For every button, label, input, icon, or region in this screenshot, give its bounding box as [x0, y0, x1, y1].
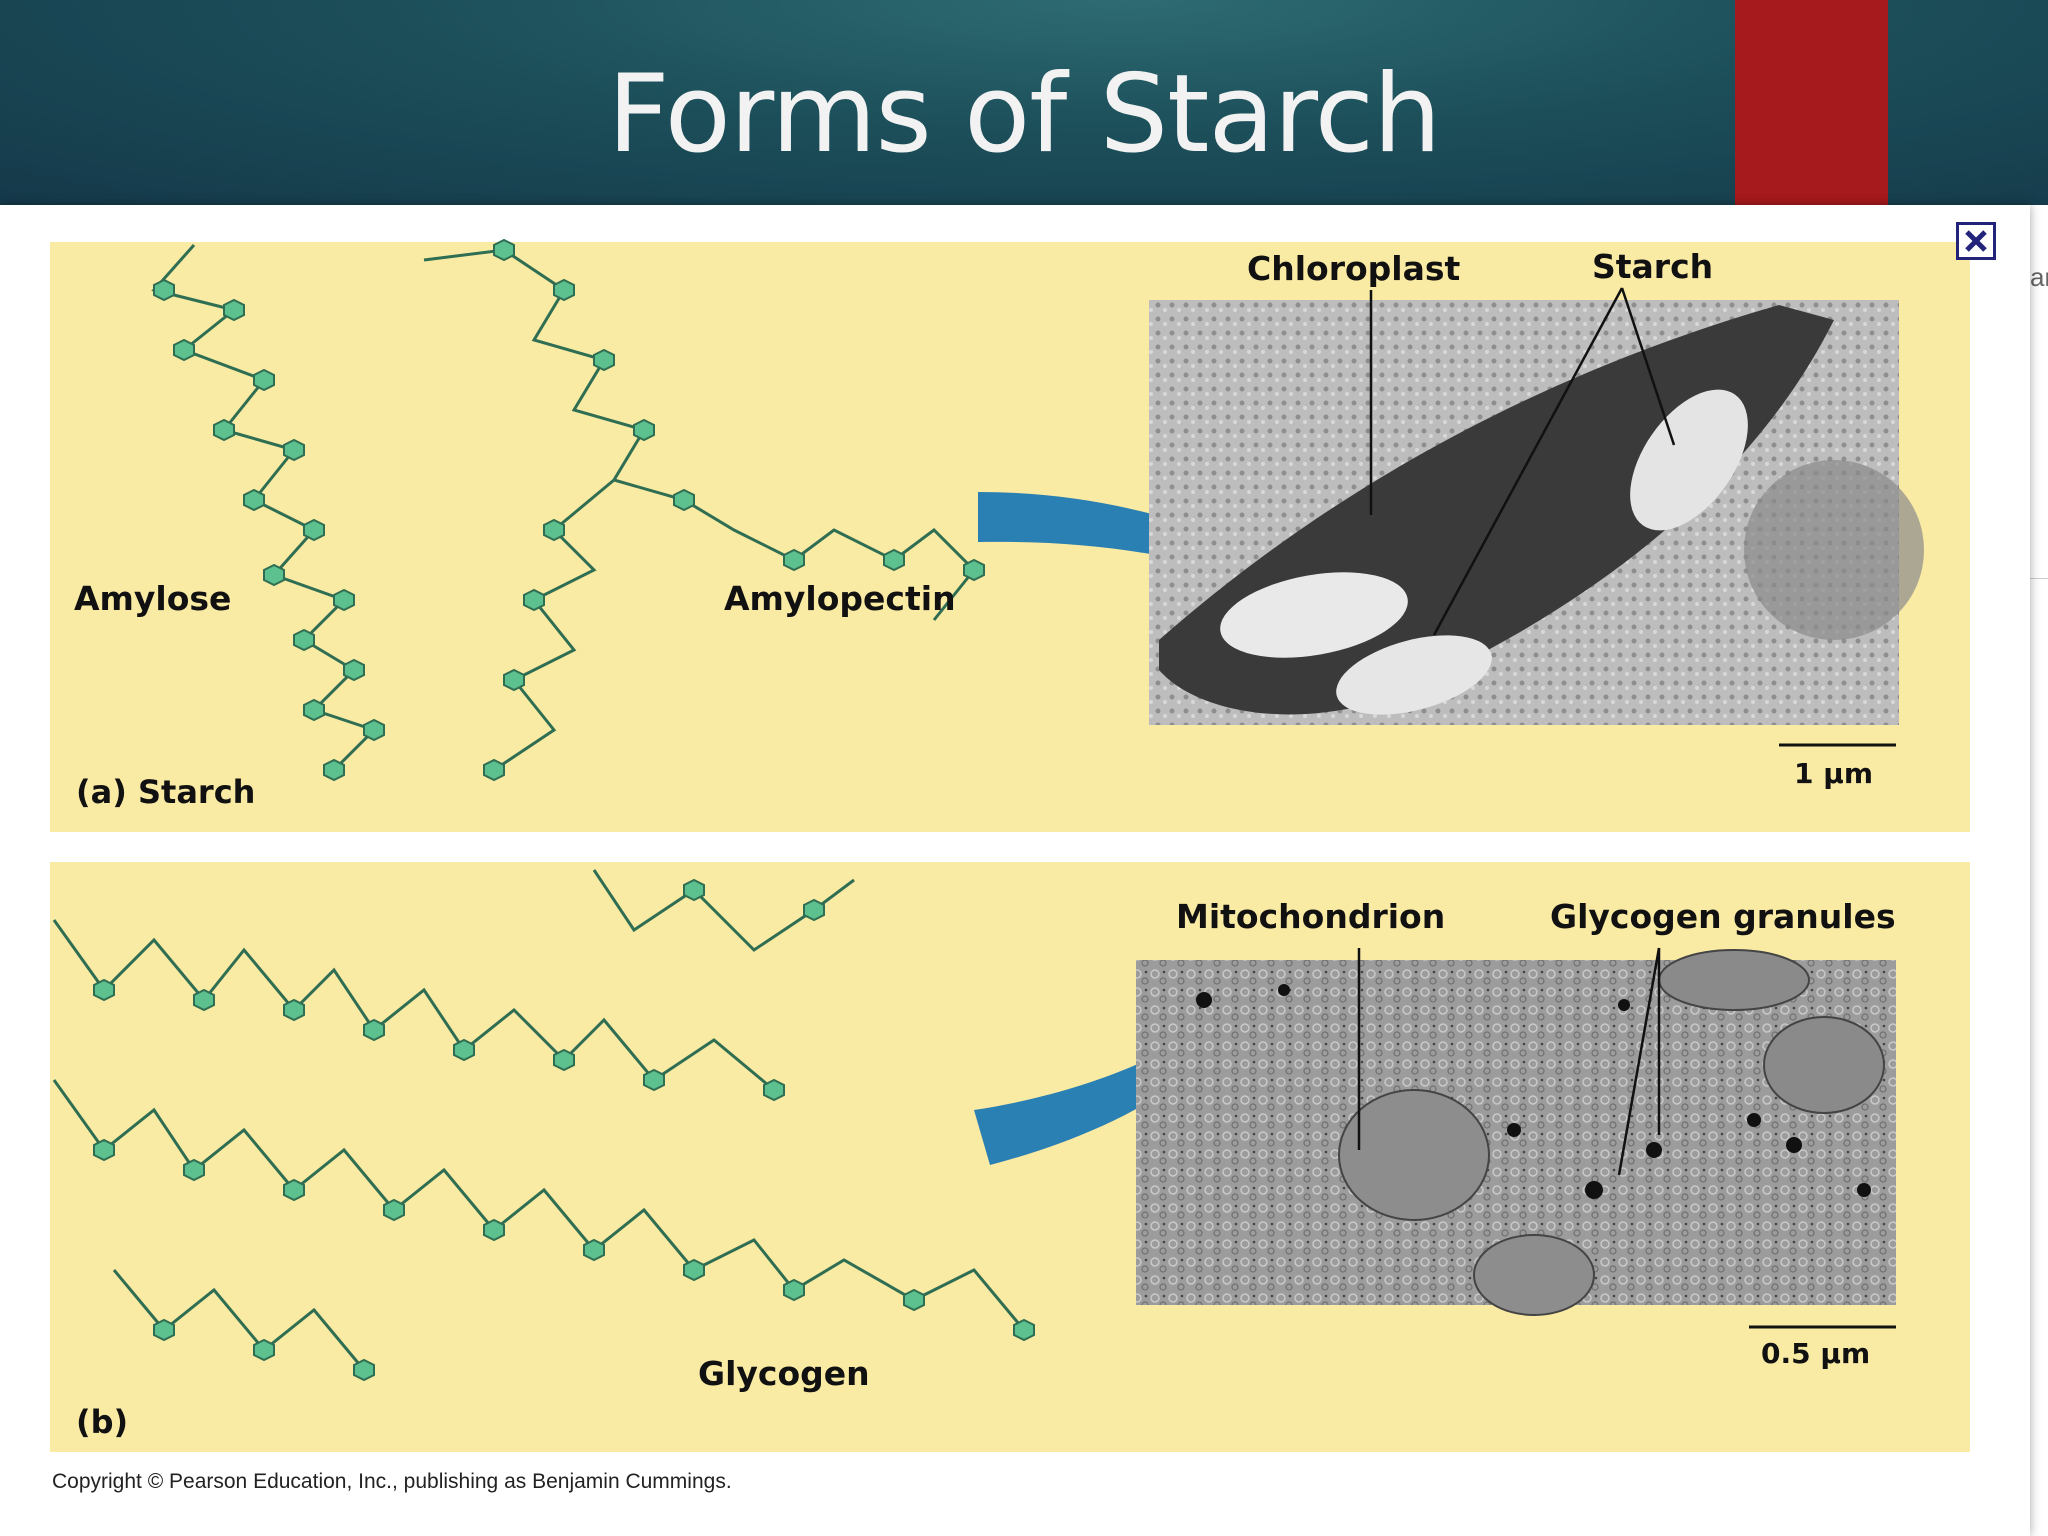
close-x-icon	[1965, 230, 1987, 252]
slide-title: Forms of Starch	[607, 52, 1441, 177]
label-chloroplast: Chloroplast	[1247, 249, 1460, 288]
copyright-notice: Copyright © Pearson Education, Inc., pub…	[52, 1470, 732, 1493]
accent-bar	[1735, 0, 1888, 205]
glycogen-chain	[52, 869, 1026, 1371]
background-slide-edge: ar	[2030, 262, 2048, 292]
label-glycogen-granules: Glycogen granules	[1550, 897, 1896, 936]
amylose-chain	[151, 244, 377, 772]
liver-cell-micrograph	[1136, 949, 1896, 1316]
panel-b-glycogen: Glycogen (b) Mitochondrion	[50, 862, 1970, 1452]
panel-a-label: (a) Starch	[76, 773, 255, 811]
label-glycogen: Glycogen	[698, 1354, 870, 1393]
panel-b-label: (b)	[76, 1403, 128, 1441]
scale-bar-a: 1 µm	[1794, 757, 1873, 790]
slide-header: Forms of Starch	[0, 0, 2048, 205]
panel-a-starch: Amylose Amylopectin (a) Starch Chloropla…	[50, 238, 1970, 832]
label-starch: Starch	[1592, 247, 1713, 286]
scale-bar-b: 0.5 µm	[1761, 1337, 1870, 1370]
label-amylopectin: Amylopectin	[724, 579, 956, 618]
chloroplast-micrograph	[1149, 300, 1924, 725]
background-divider	[2028, 578, 2048, 579]
label-amylose: Amylose	[74, 579, 231, 618]
starch-figure: Amylose Amylopectin (a) Starch Chloropla…	[34, 230, 1986, 1490]
label-mitochondrion: Mitochondrion	[1176, 897, 1445, 936]
close-button[interactable]	[1956, 222, 1996, 260]
